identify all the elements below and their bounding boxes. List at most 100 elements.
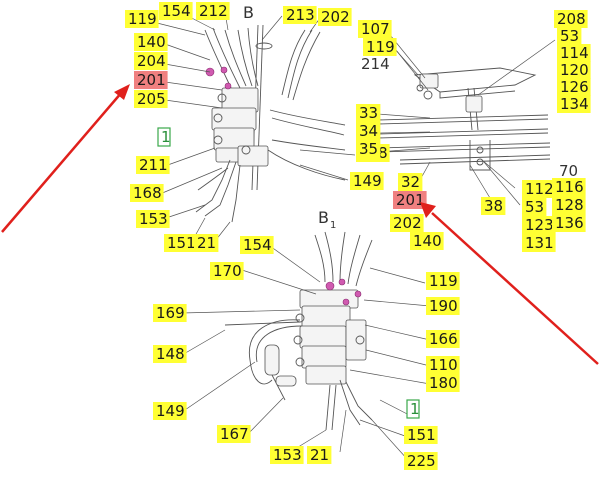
part-label-149: 149 bbox=[350, 172, 384, 190]
part-label-168: 168 bbox=[130, 184, 164, 202]
part-label-119: 119 bbox=[125, 10, 159, 28]
label-text: 120 bbox=[560, 61, 589, 79]
label-text: 21 bbox=[197, 234, 216, 252]
label-box bbox=[358, 20, 392, 38]
part-label-53: 53 bbox=[557, 27, 582, 45]
label-box bbox=[426, 272, 460, 290]
label-box bbox=[406, 399, 420, 419]
label-box bbox=[522, 180, 556, 198]
label-box bbox=[153, 304, 187, 322]
label-text: 205 bbox=[137, 90, 166, 108]
label-box bbox=[153, 402, 187, 420]
label-box bbox=[552, 214, 586, 232]
part-label-35: 35 bbox=[356, 140, 381, 158]
label-text: 153 bbox=[273, 446, 302, 464]
part-label-211: 211 bbox=[136, 156, 170, 174]
label-text: 110 bbox=[429, 356, 458, 374]
part-label-166: 166 bbox=[426, 330, 460, 348]
label-text: 123 bbox=[525, 216, 554, 234]
label-box bbox=[404, 426, 438, 444]
part-label-32: 32 bbox=[398, 173, 423, 191]
label-text: 153 bbox=[139, 210, 168, 228]
label-text: 116 bbox=[555, 178, 584, 196]
part-label-204: 204 bbox=[134, 52, 168, 70]
part-label-1: 1 bbox=[157, 127, 171, 147]
part-label-21: 21 bbox=[307, 446, 332, 464]
part-label-119: 119 bbox=[363, 38, 397, 56]
part-label-205: 205 bbox=[134, 90, 168, 108]
label-box bbox=[410, 232, 444, 250]
label-text: 70 bbox=[559, 162, 578, 180]
label-box bbox=[210, 262, 244, 280]
label-text: 204 bbox=[137, 52, 166, 70]
red-arrows bbox=[1, 84, 599, 365]
label-text: 148 bbox=[156, 345, 185, 363]
label-box bbox=[426, 374, 460, 392]
part-label-154: 154 bbox=[240, 236, 274, 254]
part-label-53: 53 bbox=[522, 198, 547, 216]
part-label-202: 202 bbox=[318, 8, 352, 26]
part-label-126: 126 bbox=[557, 78, 591, 96]
label-text: 201 bbox=[137, 71, 166, 89]
label-box bbox=[426, 330, 460, 348]
label-box bbox=[164, 234, 198, 252]
part-label-38: 38 bbox=[481, 197, 506, 215]
label-box bbox=[134, 90, 168, 108]
label-text: 225 bbox=[407, 452, 436, 470]
red-arrow-head-right bbox=[420, 202, 436, 218]
label-box bbox=[398, 173, 423, 191]
part-label-120: 120 bbox=[557, 61, 591, 79]
part-label-70: 70 bbox=[559, 162, 578, 180]
label-box bbox=[240, 236, 274, 254]
label-text: 1 bbox=[161, 128, 171, 146]
part-label-153: 153 bbox=[270, 446, 304, 464]
part-label-180: 180 bbox=[426, 374, 460, 392]
label-box bbox=[136, 156, 170, 174]
part-label-148: 148 bbox=[153, 345, 187, 363]
label-text: 202 bbox=[321, 8, 350, 26]
label-text: 151 bbox=[407, 426, 436, 444]
label-text: 33 bbox=[359, 104, 378, 122]
label-text: 126 bbox=[560, 78, 589, 96]
label-text: 154 bbox=[243, 236, 272, 254]
label-box bbox=[356, 122, 381, 140]
label-box bbox=[404, 452, 438, 470]
label-box bbox=[481, 197, 506, 215]
label-box bbox=[426, 356, 460, 374]
part-label-119: 119 bbox=[426, 272, 460, 290]
label-text: 140 bbox=[137, 33, 166, 51]
label-box bbox=[157, 127, 171, 147]
part-label-112: 112 bbox=[522, 180, 556, 198]
red-arrow-head-left bbox=[114, 84, 130, 100]
section-title-b: B bbox=[243, 3, 254, 22]
part-label-151: 151 bbox=[164, 234, 198, 252]
label-text: 35 bbox=[359, 140, 378, 158]
part-label-170: 170 bbox=[210, 262, 244, 280]
red-arrow-line-left bbox=[1, 91, 123, 233]
label-box bbox=[159, 2, 193, 20]
label-text: 131 bbox=[525, 234, 554, 252]
label-text: 140 bbox=[413, 232, 442, 250]
section-titles: B B 1 bbox=[243, 3, 336, 231]
label-text: 119 bbox=[366, 38, 395, 56]
part-label-154: 154 bbox=[159, 2, 193, 20]
label-text: 119 bbox=[429, 272, 458, 290]
label-text: 208 bbox=[557, 10, 586, 28]
label-text: 169 bbox=[156, 304, 185, 322]
label-box bbox=[426, 297, 460, 315]
label-box bbox=[554, 10, 588, 28]
label-box bbox=[130, 184, 164, 202]
label-text: 149 bbox=[353, 172, 382, 190]
section-b-assembly bbox=[195, 24, 346, 223]
label-text: 114 bbox=[560, 44, 589, 62]
part-label-21: 21 bbox=[194, 234, 219, 252]
part-label-110: 110 bbox=[426, 356, 460, 374]
label-box bbox=[307, 446, 332, 464]
label-text: 107 bbox=[361, 20, 390, 38]
label-box bbox=[318, 8, 352, 26]
label-text: 21 bbox=[310, 446, 329, 464]
label-box bbox=[557, 95, 591, 113]
red-arrow-line-right bbox=[431, 212, 599, 365]
label-box bbox=[283, 6, 317, 24]
label-box bbox=[552, 196, 586, 214]
